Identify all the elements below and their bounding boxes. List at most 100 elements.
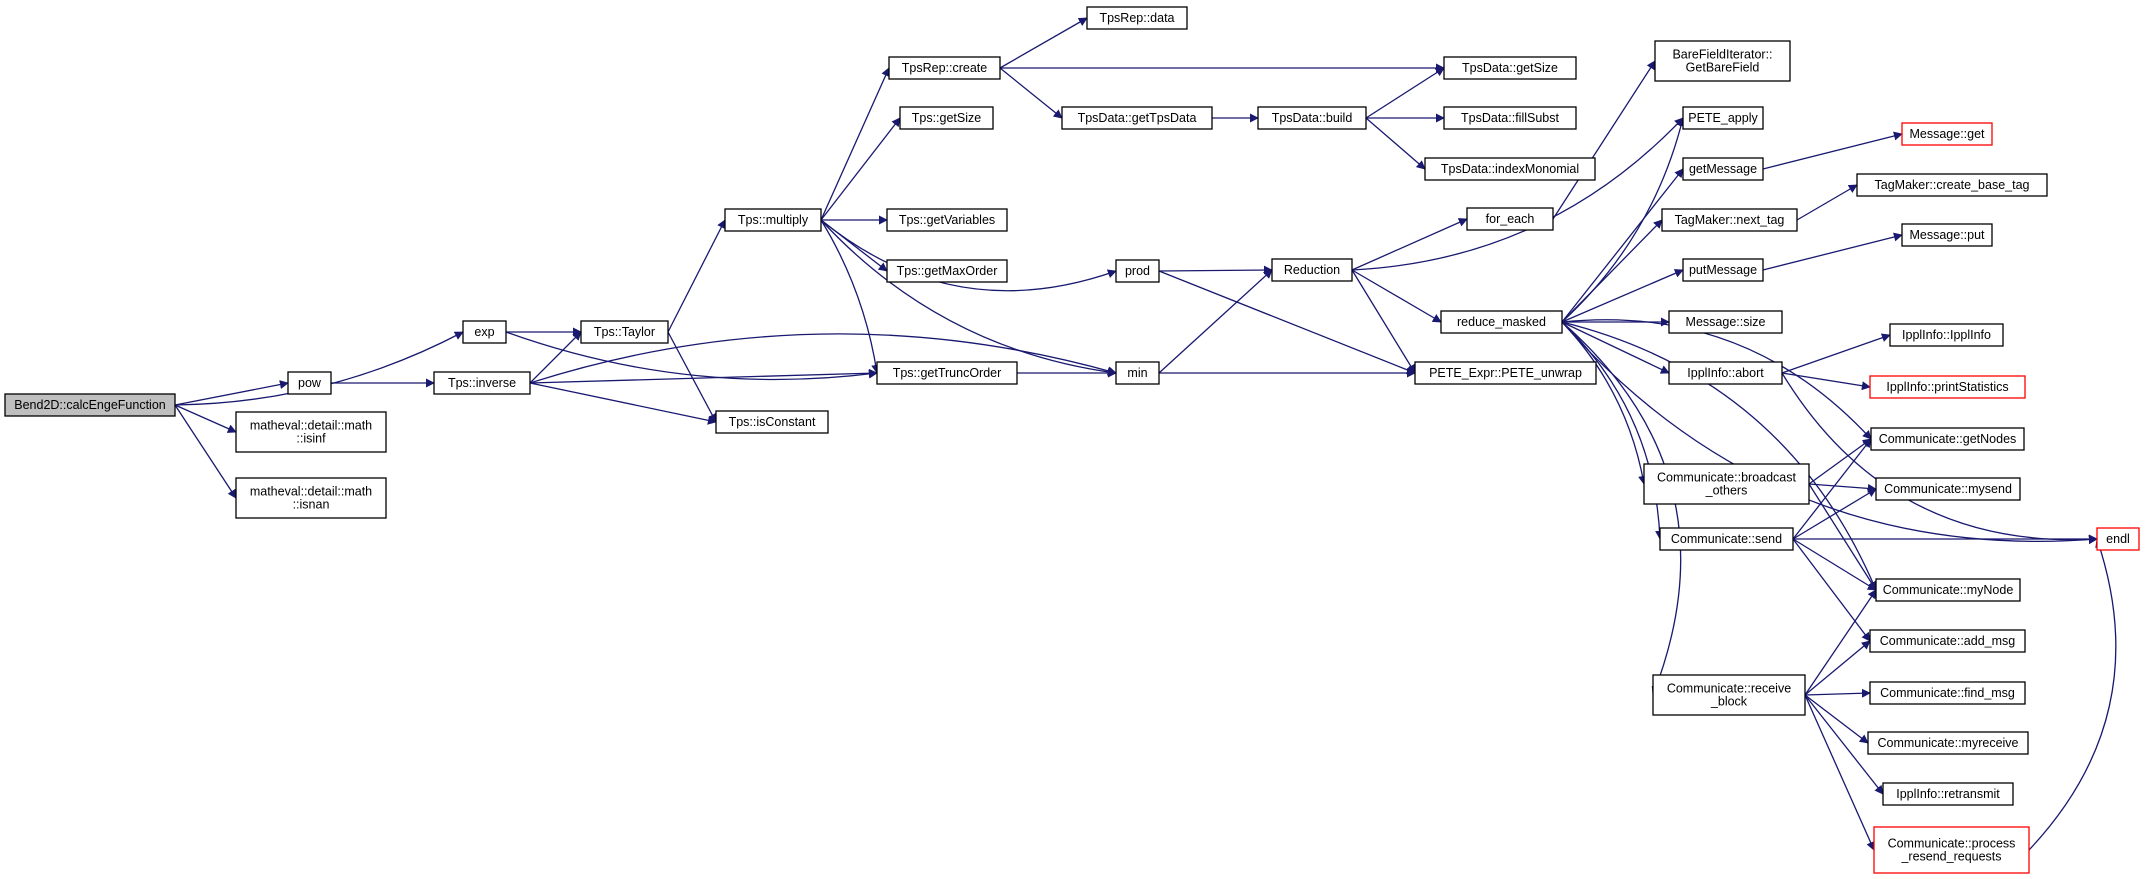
node-label: Communicate::add_msg xyxy=(1880,634,2016,648)
node-mysend[interactable]: Communicate::mysend xyxy=(1875,477,2021,501)
node-box xyxy=(1443,56,1577,80)
node-box xyxy=(1668,310,1783,334)
edge-reduction-to-reduce_masked xyxy=(1351,269,1442,323)
node-mynode[interactable]: Communicate::myNode xyxy=(1875,578,2021,602)
node-min[interactable]: min xyxy=(1115,361,1160,385)
node-box xyxy=(1086,6,1188,30)
edge-abort-to-printstatistics xyxy=(1781,372,1871,391)
node-label: Communicate::myNode xyxy=(1883,583,2014,597)
node-endl[interactable]: endl xyxy=(2096,527,2140,551)
edge-receive-to-retransmit xyxy=(1804,694,1884,795)
edge-send-to-mynode xyxy=(1792,538,1877,591)
node-label: Bend2D::calcEngeFunction xyxy=(14,398,166,412)
node-box xyxy=(1061,106,1213,130)
nodes-layer: Bend2D::calcEngeFunction exppowmatheval::… xyxy=(4,6,2140,874)
edges-layer xyxy=(174,17,2117,851)
node-reduction[interactable]: Reduction xyxy=(1271,258,1353,282)
node-gettpsdata[interactable]: TpsData::getTpsData xyxy=(1061,106,1213,130)
node-box xyxy=(1466,207,1554,231)
node-message_size[interactable]: Message::size xyxy=(1668,310,1783,334)
node-message_put[interactable]: Message::put xyxy=(1901,223,1993,247)
edge-reduction-to-pete_apply xyxy=(1351,117,1684,271)
node-broadcast[interactable]: Communicate::broadcast_others xyxy=(1643,463,1810,505)
node-label: matheval::detail::math xyxy=(250,485,372,499)
edge-prod-to-pete_unwrap xyxy=(1158,270,1416,375)
node-getnodes[interactable]: Communicate::getNodes xyxy=(1870,427,2025,451)
node-label: Message::put xyxy=(1909,228,1985,242)
edge-multiply-to-tpsrep_create xyxy=(820,67,890,221)
node-label: putMessage xyxy=(1689,263,1757,277)
node-isnan[interactable]: matheval::detail::math::isnan xyxy=(235,477,387,519)
node-label: Tps::getTruncOrder xyxy=(893,366,1002,380)
node-find_msg[interactable]: Communicate::find_msg xyxy=(1869,681,2026,705)
edge-send-to-mysend xyxy=(1792,488,1877,540)
node-box xyxy=(715,410,829,434)
node-printstatistics[interactable]: IpplInfo::printStatistics xyxy=(1869,375,2026,399)
node-box xyxy=(580,320,669,344)
node-box xyxy=(1682,106,1764,130)
node-pow[interactable]: pow xyxy=(287,371,332,395)
node-box xyxy=(1901,122,1993,146)
edge-multiply-to-min xyxy=(820,219,1117,377)
node-getmessage[interactable]: getMessage xyxy=(1682,157,1764,181)
node-box xyxy=(1440,310,1563,334)
edge-receive-to-myreceive xyxy=(1804,694,1869,744)
node-next_tag[interactable]: TagMaker::next_tag xyxy=(1661,208,1798,232)
node-indexmonomial[interactable]: TpsData::indexMonomial xyxy=(1424,157,1596,181)
node-myreceive[interactable]: Communicate::myreceive xyxy=(1867,731,2029,755)
node-add_msg[interactable]: Communicate::add_msg xyxy=(1869,629,2026,653)
edge-bend2d-to-isnan xyxy=(174,404,237,499)
node-label: Message::size xyxy=(1686,315,1766,329)
node-label: Tps::isConstant xyxy=(729,415,816,429)
node-send[interactable]: Communicate::send xyxy=(1659,527,1794,551)
node-bend2d[interactable]: Bend2D::calcEngeFunction xyxy=(4,393,176,417)
node-message_get[interactable]: Message::get xyxy=(1901,122,1993,146)
node-box xyxy=(1654,40,1791,82)
node-fillsubst[interactable]: TpsData::fillSubst xyxy=(1443,106,1577,130)
node-pete_unwrap[interactable]: PETE_Expr::PETE_unwrap xyxy=(1414,361,1597,385)
node-box xyxy=(433,371,531,395)
node-putmessage[interactable]: putMessage xyxy=(1682,258,1764,282)
node-exp[interactable]: exp xyxy=(462,320,507,344)
node-getmaxorder[interactable]: Tps::getMaxOrder xyxy=(886,259,1008,283)
edge-multiply-to-prod xyxy=(820,219,1117,292)
node-box xyxy=(235,477,387,519)
node-prod[interactable]: prod xyxy=(1115,259,1160,283)
edge-taylor-to-multiply xyxy=(667,219,726,333)
node-tpsdata_getsize[interactable]: TpsData::getSize xyxy=(1443,56,1577,80)
node-for_each[interactable]: for_each xyxy=(1466,207,1554,231)
node-tpsrep_create[interactable]: TpsRep::create xyxy=(888,56,1001,80)
node-taylor[interactable]: Tps::Taylor xyxy=(580,320,669,344)
node-label: IpplInfo::retransmit xyxy=(1896,787,2000,801)
node-gettruncorder[interactable]: Tps::getTruncOrder xyxy=(876,361,1018,385)
node-getvariables[interactable]: Tps::getVariables xyxy=(886,208,1008,232)
node-barefield[interactable]: BareFieldIterator::GetBareField xyxy=(1654,40,1791,82)
node-tpsrep_data[interactable]: TpsRep::data xyxy=(1086,6,1188,30)
node-multiply[interactable]: Tps::multiply xyxy=(724,208,822,232)
edge-multiply-to-tps_getsize xyxy=(820,117,901,221)
node-process_resend[interactable]: Communicate::process_resend_requests xyxy=(1873,826,2030,874)
node-label: for_each xyxy=(1486,212,1535,226)
node-label: TpsData::indexMonomial xyxy=(1441,162,1579,176)
node-label: IpplInfo::abort xyxy=(1687,366,1764,380)
node-retransmit[interactable]: IpplInfo::retransmit xyxy=(1882,782,2014,806)
edge-reduce_masked-to-putmessage xyxy=(1561,269,1684,323)
node-label: TagMaker::create_base_tag xyxy=(1875,178,2030,192)
node-label: TagMaker::next_tag xyxy=(1675,213,1785,227)
node-receive[interactable]: Communicate::receive_block xyxy=(1652,674,1806,716)
node-tps_getsize[interactable]: Tps::getSize xyxy=(899,106,994,130)
node-create_base_tag[interactable]: TagMaker::create_base_tag xyxy=(1856,173,2048,197)
node-ipplinfo[interactable]: IpplInfo::IpplInfo xyxy=(1889,323,2004,347)
node-tpsdata_build[interactable]: TpsData::build xyxy=(1257,106,1367,130)
node-pete_apply[interactable]: PETE_apply xyxy=(1682,106,1764,130)
edge-abort-to-ipplinfo xyxy=(1781,333,1891,374)
node-isconstant[interactable]: Tps::isConstant xyxy=(715,410,829,434)
node-label: Communicate::receive xyxy=(1667,682,1791,696)
node-inverse[interactable]: Tps::inverse xyxy=(433,371,531,395)
node-isinf[interactable]: matheval::detail::math::isinf xyxy=(235,411,387,453)
node-box xyxy=(1869,681,2026,705)
node-abort[interactable]: IpplInfo::abort xyxy=(1668,361,1783,385)
edge-inverse-to-min xyxy=(529,333,1117,384)
node-reduce_masked[interactable]: reduce_masked xyxy=(1440,310,1563,334)
